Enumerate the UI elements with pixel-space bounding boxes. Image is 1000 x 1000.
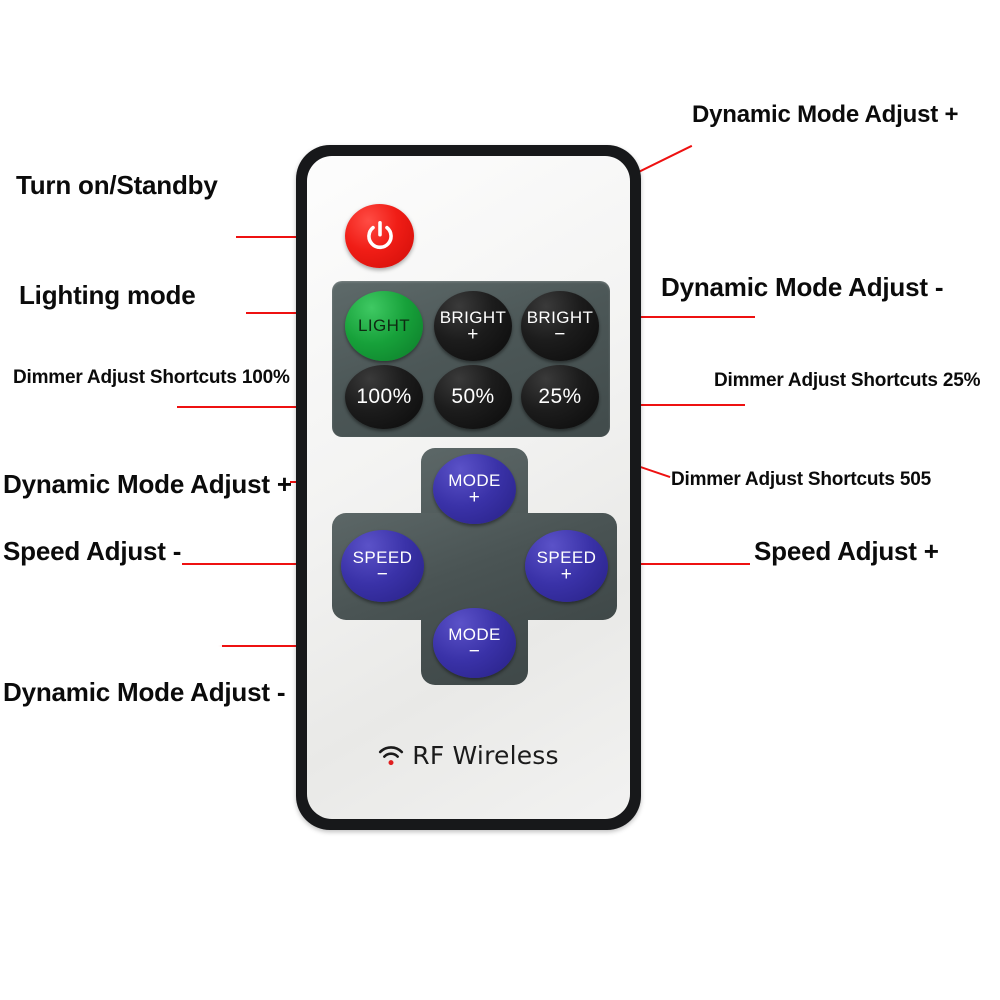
mode-up-symbol: + [468, 487, 481, 509]
speed-down-symbol: − [376, 564, 389, 586]
remote-face: LIGHT BRIGHT + BRIGHT − 100% 50% 25 [307, 156, 630, 819]
label-dimmer-shortcuts-100: Dimmer Adjust Shortcuts 100% [13, 367, 290, 388]
dimmer-50-label: 50% [451, 385, 495, 409]
label-turn-on-standby: Turn on/Standby [16, 170, 218, 200]
dimmer-100-button[interactable]: 100% [345, 365, 423, 429]
dimmer-100-label: 100% [356, 385, 412, 409]
speed-up-symbol: + [560, 564, 573, 586]
label-dimmer-shortcuts-25: Dimmer Adjust Shortcuts 25% [714, 370, 981, 391]
label-dynamic-mode-adjust-plus-right: Dynamic Mode Adjust + [692, 101, 959, 128]
speed-up-button[interactable]: SPEED + [525, 530, 608, 602]
remote-control-body: LIGHT BRIGHT + BRIGHT − 100% 50% 25 [296, 145, 641, 830]
bright-up-symbol: + [467, 324, 479, 346]
light-button-label: LIGHT [357, 316, 411, 336]
dimmer-25-label: 25% [538, 385, 582, 409]
label-dynamic-mode-adjust-minus-right: Dynamic Mode Adjust - [661, 272, 944, 302]
mode-down-button[interactable]: MODE − [433, 608, 516, 678]
leader-line-speed-plus [578, 563, 750, 565]
leader-line-speed-minus [182, 563, 362, 565]
label-dynamic-mode-adjust-plus-left: Dynamic Mode Adjust + [3, 469, 292, 499]
rf-wireless-branding: RF Wireless [307, 741, 630, 770]
power-button[interactable] [345, 204, 414, 268]
speed-up-label: SPEED [536, 547, 597, 567]
speed-down-button[interactable]: SPEED − [341, 530, 424, 602]
dimmer-25-button[interactable]: 25% [521, 365, 599, 429]
bright-down-symbol: − [554, 324, 566, 346]
speed-down-label: SPEED [352, 547, 413, 567]
dimmer-keypad-panel: LIGHT BRIGHT + BRIGHT − 100% 50% 25 [332, 281, 610, 437]
mode-up-button[interactable]: MODE + [433, 454, 516, 524]
bright-down-label: BRIGHT [526, 307, 594, 327]
rf-wireless-text: RF Wireless [412, 741, 559, 770]
rf-wave-icon [378, 745, 404, 766]
bright-up-button[interactable]: BRIGHT + [434, 291, 512, 361]
label-speed-adjust-plus: Speed Adjust + [754, 536, 939, 566]
label-lighting-mode: Lighting mode [19, 280, 196, 310]
mode-up-label: MODE [448, 470, 501, 490]
label-dimmer-shortcuts-50: Dimmer Adjust Shortcuts 505 [671, 469, 931, 490]
mode-down-label: MODE [448, 624, 501, 644]
light-button[interactable]: LIGHT [345, 291, 423, 361]
navigation-cross-panel: MODE + SPEED − SPEED + MODE − [332, 448, 617, 685]
label-dynamic-mode-adjust-minus-left: Dynamic Mode Adjust - [3, 677, 286, 707]
power-icon [363, 219, 397, 253]
bright-up-label: BRIGHT [439, 307, 507, 327]
leader-line-dimmer-100 [177, 406, 377, 408]
mode-down-symbol: − [468, 641, 481, 663]
leader-line-dynamic-mode-minus-right [583, 316, 755, 318]
dimmer-50-button[interactable]: 50% [434, 365, 512, 429]
bright-down-button[interactable]: BRIGHT − [521, 291, 599, 361]
label-speed-adjust-minus: Speed Adjust - [3, 536, 182, 566]
leader-line-dimmer-25 [575, 404, 745, 406]
